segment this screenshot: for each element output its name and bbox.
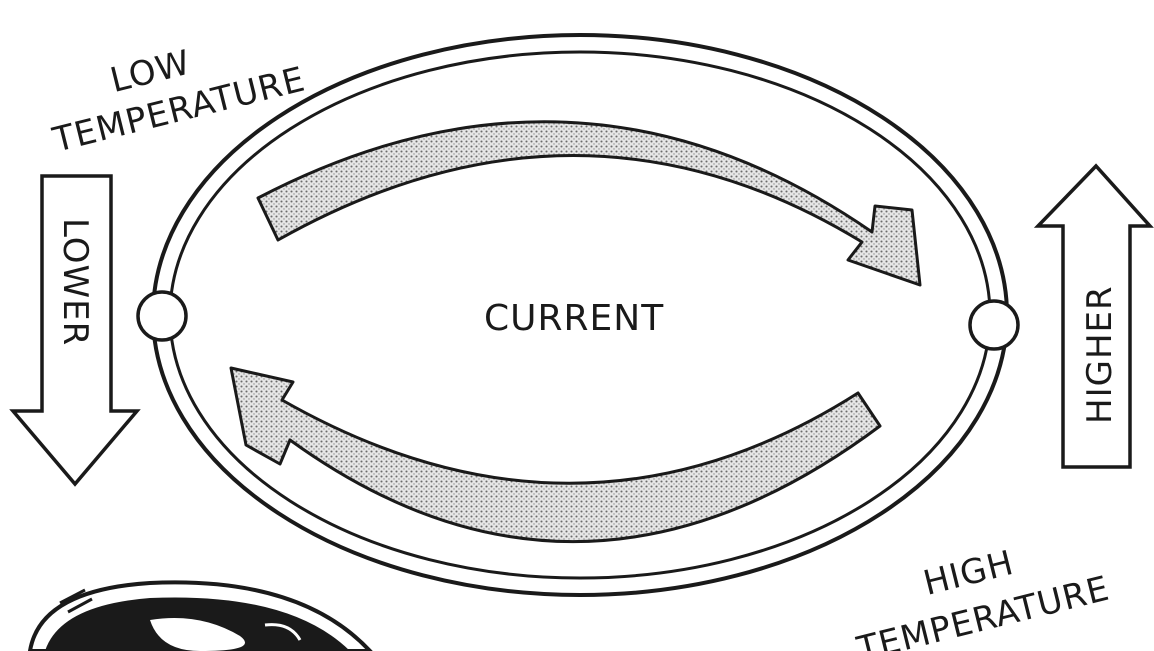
higher-label: HIGHER bbox=[1080, 285, 1120, 424]
high-temperature-label: HIGH TEMPERATURE bbox=[841, 522, 1114, 651]
current-label: CURRENT bbox=[484, 298, 664, 339]
current-arrow-lower bbox=[231, 368, 880, 542]
left-junction-circle bbox=[138, 292, 186, 340]
globe-illustration bbox=[30, 582, 370, 651]
low-temperature-label: LOW TEMPERATURE bbox=[38, 17, 310, 161]
right-junction-circle bbox=[970, 301, 1018, 349]
current-arrow-upper bbox=[258, 122, 920, 285]
lower-label: LOWER bbox=[55, 218, 95, 346]
